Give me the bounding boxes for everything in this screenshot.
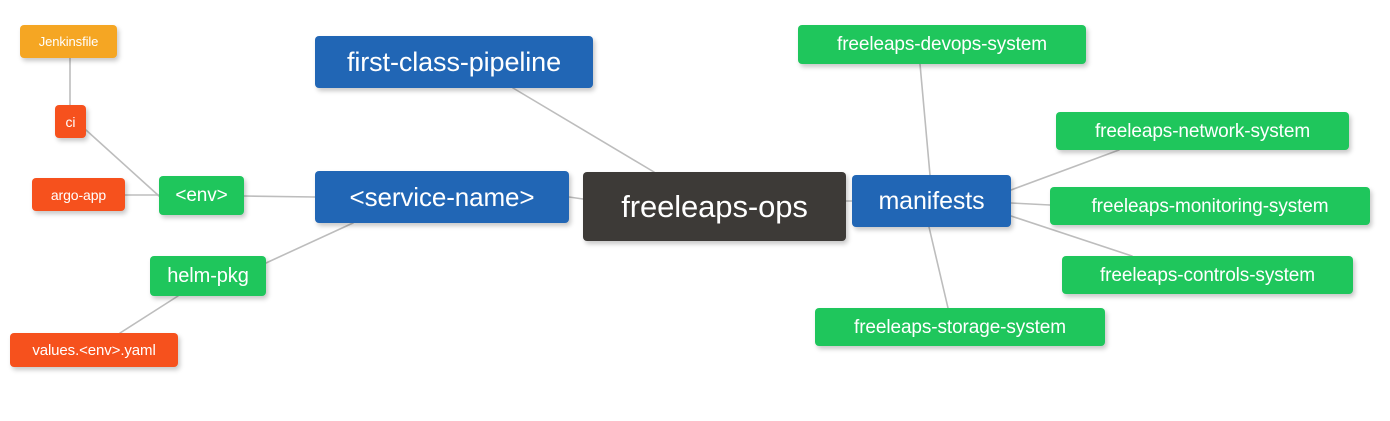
node-label: freeleaps-network-system (1094, 120, 1311, 142)
mindmap-node-freeleaps-ops[interactable]: freeleaps-ops (583, 172, 846, 241)
edge-env-to-service-name (243, 195, 316, 198)
node-label: freeleaps-monitoring-system (1091, 195, 1329, 217)
mindmap-node-freeleaps-controls-system[interactable]: freeleaps-controls-system (1062, 256, 1353, 294)
edge-service-name-to-helm-pkg (265, 222, 354, 264)
node-label: helm-pkg (167, 265, 249, 287)
mindmap-node-jenkinsfile[interactable]: Jenkinsfile (20, 25, 117, 58)
edge-first-class-pipeline-to-freeleaps-ops (512, 87, 655, 173)
edge-manifests-to-freeleaps-monitoring-system (1010, 202, 1051, 206)
node-label: freeleaps-ops (621, 189, 808, 224)
node-label: freeleaps-devops-system (837, 34, 1047, 55)
mindmap-node-helm-pkg[interactable]: helm-pkg (150, 256, 266, 296)
node-label: freeleaps-controls-system (1099, 264, 1316, 286)
node-label: values.<env>.yaml (32, 341, 156, 359)
node-label: manifests (878, 186, 985, 215)
edge-manifests-to-freeleaps-devops-system (919, 63, 931, 176)
mindmap-node-freeleaps-devops-system[interactable]: freeleaps-devops-system (798, 25, 1086, 64)
mindmap-node-service-name[interactable]: <service-name> (315, 171, 569, 223)
mindmap-node-freeleaps-monitoring-system[interactable]: freeleaps-monitoring-system (1050, 187, 1370, 225)
node-label: argo-app (50, 186, 107, 203)
mindmap-node-manifests[interactable]: manifests (852, 175, 1011, 227)
mindmap-node-values-env-yaml[interactable]: values.<env>.yaml (10, 333, 178, 367)
node-label: freeleaps-storage-system (854, 316, 1066, 338)
mindmap-node-freeleaps-storage-system[interactable]: freeleaps-storage-system (815, 308, 1105, 346)
edge-manifests-to-freeleaps-storage-system (928, 226, 949, 309)
node-label: Jenkinsfile (38, 34, 99, 49)
node-label: <env> (175, 185, 228, 206)
edge-service-name-to-freeleaps-ops (568, 196, 584, 200)
mindmap-node-ci[interactable]: ci (55, 105, 86, 138)
node-label: first-class-pipeline (346, 46, 562, 77)
mindmap-node-first-class-pipeline[interactable]: first-class-pipeline (315, 36, 593, 88)
node-label: ci (65, 113, 76, 130)
mindmap-node-freeleaps-network-system[interactable]: freeleaps-network-system (1056, 112, 1349, 150)
mindmap-node-env[interactable]: <env> (159, 176, 244, 215)
node-label: <service-name> (349, 182, 535, 212)
mindmap-node-argo-app[interactable]: argo-app (32, 178, 125, 211)
edge-manifests-to-freeleaps-network-system (1010, 149, 1120, 191)
edge-helm-pkg-to-values-env-yaml (119, 295, 179, 334)
